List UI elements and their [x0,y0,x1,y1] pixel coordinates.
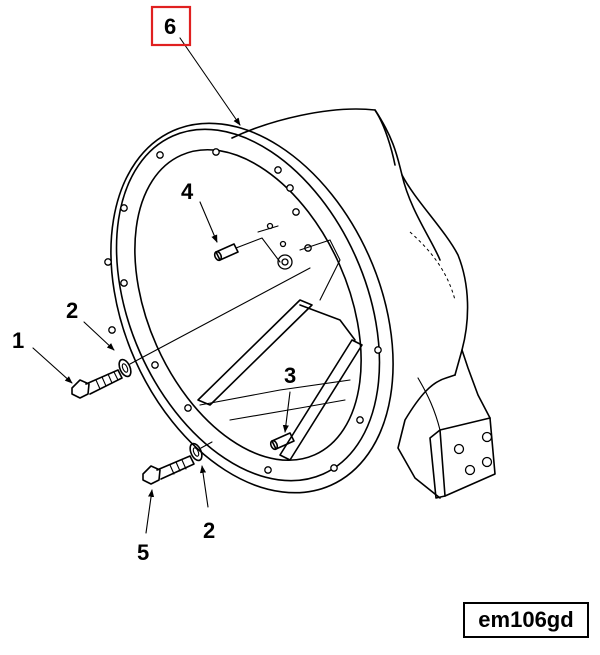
callout-4: 4 [181,179,194,204]
callout-2-lower: 2 [203,518,215,543]
flange-bolt-holes [104,148,382,474]
lockwasher-lower [189,442,203,462]
callout-3: 3 [284,363,296,388]
leader-arrow-6 [179,37,241,126]
leader-arrow-2-upper [83,321,115,351]
callout-6-highlight-box [150,5,192,47]
capscrew-upper [71,369,123,399]
dowel-pin-upper [213,237,281,263]
callout-6: 6 [164,14,176,39]
leader-arrow-3 [282,391,291,433]
leader-arrow-4 [199,201,218,243]
callout-2-upper: 2 [66,298,78,323]
leader-arrow-2-lower [199,465,209,508]
leader-arrow-1 [32,347,73,384]
leader-arrow-5 [145,489,155,534]
callout-5: 5 [137,540,149,565]
flywheel-housing [104,108,496,499]
dowel-pin-lower [269,432,295,451]
capscrew-lower [142,455,195,485]
lockwasher-upper [118,358,132,378]
drawing-code-label: em106gd [463,602,589,638]
callout-1: 1 [12,328,24,353]
